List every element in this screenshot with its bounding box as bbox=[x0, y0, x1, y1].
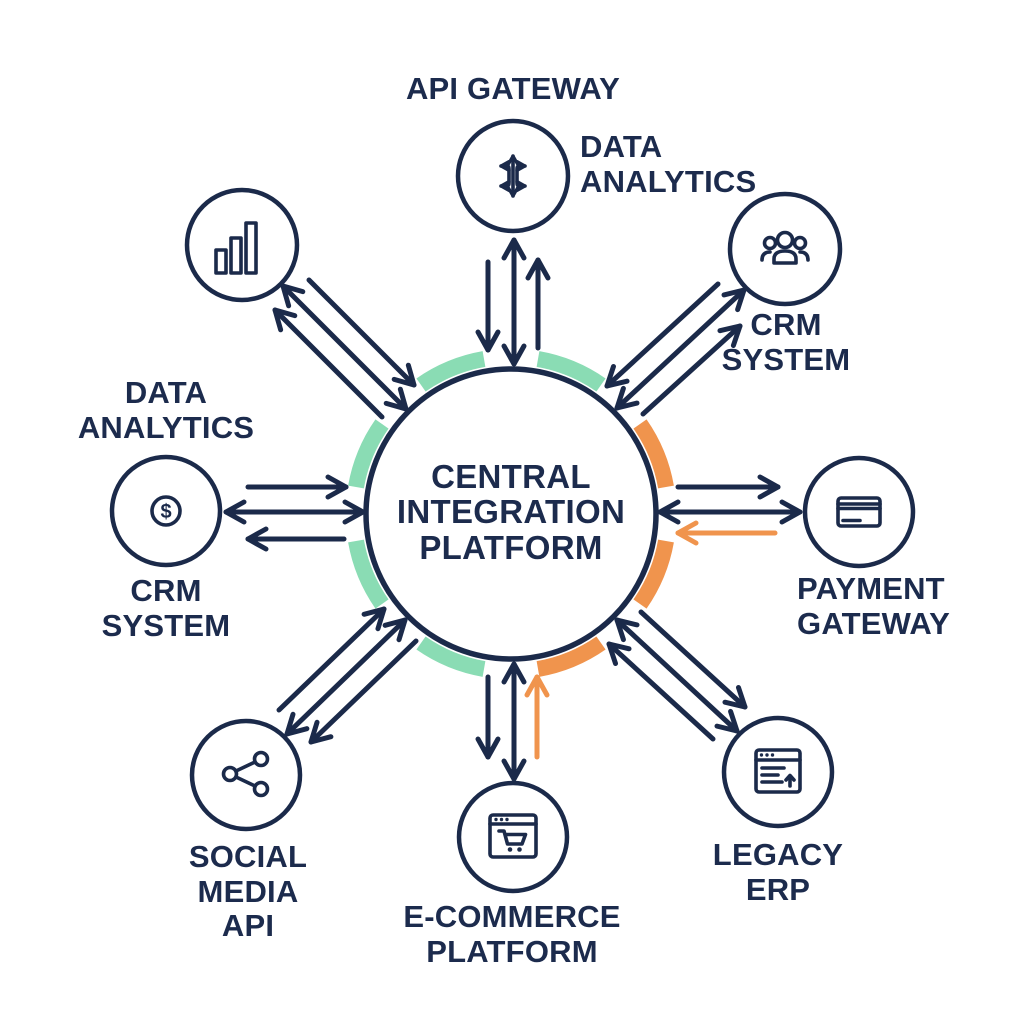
node-circle bbox=[721, 715, 835, 829]
node-circle bbox=[456, 780, 570, 894]
label-line: SOCIAL bbox=[188, 839, 308, 874]
label-line: ANALYTICS bbox=[580, 163, 757, 199]
node-crm-system bbox=[727, 191, 843, 307]
arrow-bidirectional bbox=[614, 287, 747, 411]
label-line: MEDIA bbox=[197, 873, 299, 909]
arrow-to-node bbox=[640, 323, 743, 417]
label-api-gateway: API GATEWAY bbox=[405, 71, 621, 107]
label-data-analytics-top: DATA ANALYTICS bbox=[580, 129, 757, 199]
node-data-analytics bbox=[184, 187, 300, 303]
dollar-coin-icon: $ bbox=[150, 495, 182, 527]
label-payment-gateway: PAYMENT GATEWAY bbox=[797, 571, 950, 641]
label-line: ANALYTICS bbox=[77, 409, 255, 445]
routing-arrows-icon bbox=[499, 154, 527, 198]
arrow-bidirectional bbox=[284, 617, 408, 737]
label-crm-system-left: CRM SYSTEM bbox=[101, 573, 231, 643]
status-ring bbox=[348, 351, 674, 677]
arrow-bidirectional bbox=[280, 283, 409, 412]
label-data-analytics-left: DATA ANALYTICS bbox=[77, 375, 255, 445]
users-icon bbox=[760, 230, 810, 265]
label-line: ERP bbox=[745, 871, 811, 907]
arrow-to-node bbox=[272, 307, 385, 420]
label-line: DATA bbox=[124, 375, 208, 410]
node-payment-gateway bbox=[802, 455, 916, 569]
label-crm-system-top-right: CRM SYSTEM bbox=[721, 307, 851, 377]
label-line: CRM bbox=[130, 573, 202, 608]
node-social-media bbox=[189, 718, 303, 832]
label-line: SYSTEM bbox=[101, 607, 231, 643]
arrow-to-center bbox=[604, 281, 721, 389]
central-platform-circle bbox=[363, 366, 659, 662]
arrow-to-center bbox=[306, 277, 417, 388]
label-e-commerce-platform: E-COMMERCE PLATFORM bbox=[403, 899, 621, 969]
ring-segment-orange bbox=[536, 636, 606, 677]
node-circle bbox=[189, 718, 303, 832]
label-line: SYSTEM bbox=[721, 341, 851, 377]
central-platform-title: CENTRAL INTEGRATION PLATFORM bbox=[397, 459, 625, 565]
ring-segment-teal bbox=[416, 351, 486, 392]
label-line: INTEGRATION bbox=[396, 493, 626, 531]
label-line: API GATEWAY bbox=[405, 71, 621, 106]
cart-browser-window-icon bbox=[488, 813, 538, 859]
label-line: PLATFORM bbox=[419, 528, 603, 566]
node-finance: $ bbox=[109, 454, 223, 568]
label-line: E-COMMERCE bbox=[403, 899, 621, 934]
label-line: LEGACY bbox=[712, 837, 844, 872]
label-legacy-erp: LEGACY ERP bbox=[712, 837, 844, 907]
node-api-gateway bbox=[455, 118, 571, 234]
arrow-to-center bbox=[276, 606, 387, 713]
document-browser-window-icon bbox=[754, 748, 802, 794]
ring-segment-orange bbox=[633, 419, 674, 489]
label-line: CENTRAL bbox=[431, 458, 591, 495]
node-circle bbox=[802, 455, 916, 569]
bar-chart-icon bbox=[214, 221, 258, 275]
label-line: PAYMENT bbox=[797, 571, 945, 606]
dollar-glyph: $ bbox=[160, 501, 171, 523]
label-line: PLATFORM bbox=[426, 933, 598, 969]
label-line: API bbox=[221, 908, 275, 944]
arrow-bidirectional bbox=[614, 617, 740, 734]
label-line: GATEWAY bbox=[797, 605, 950, 641]
node-e-commerce bbox=[456, 780, 570, 894]
ring-segment-teal bbox=[348, 539, 389, 609]
arrow-to-center bbox=[606, 641, 716, 742]
label-line: DATA bbox=[580, 129, 663, 164]
credit-card-icon bbox=[836, 496, 882, 528]
label-social-media-api: SOCIAL MEDIA API bbox=[188, 839, 308, 944]
node-legacy-erp bbox=[721, 715, 835, 829]
arrow-to-node bbox=[308, 638, 419, 745]
label-line: CRM bbox=[750, 307, 822, 342]
ring-segment-teal bbox=[536, 351, 606, 392]
ring-segment-teal bbox=[416, 636, 486, 677]
connection-arrows bbox=[223, 237, 803, 782]
ring-segment-orange bbox=[633, 539, 674, 609]
share-network-icon bbox=[221, 750, 270, 798]
node-circle bbox=[109, 454, 223, 568]
ring-segment-teal bbox=[348, 419, 389, 489]
